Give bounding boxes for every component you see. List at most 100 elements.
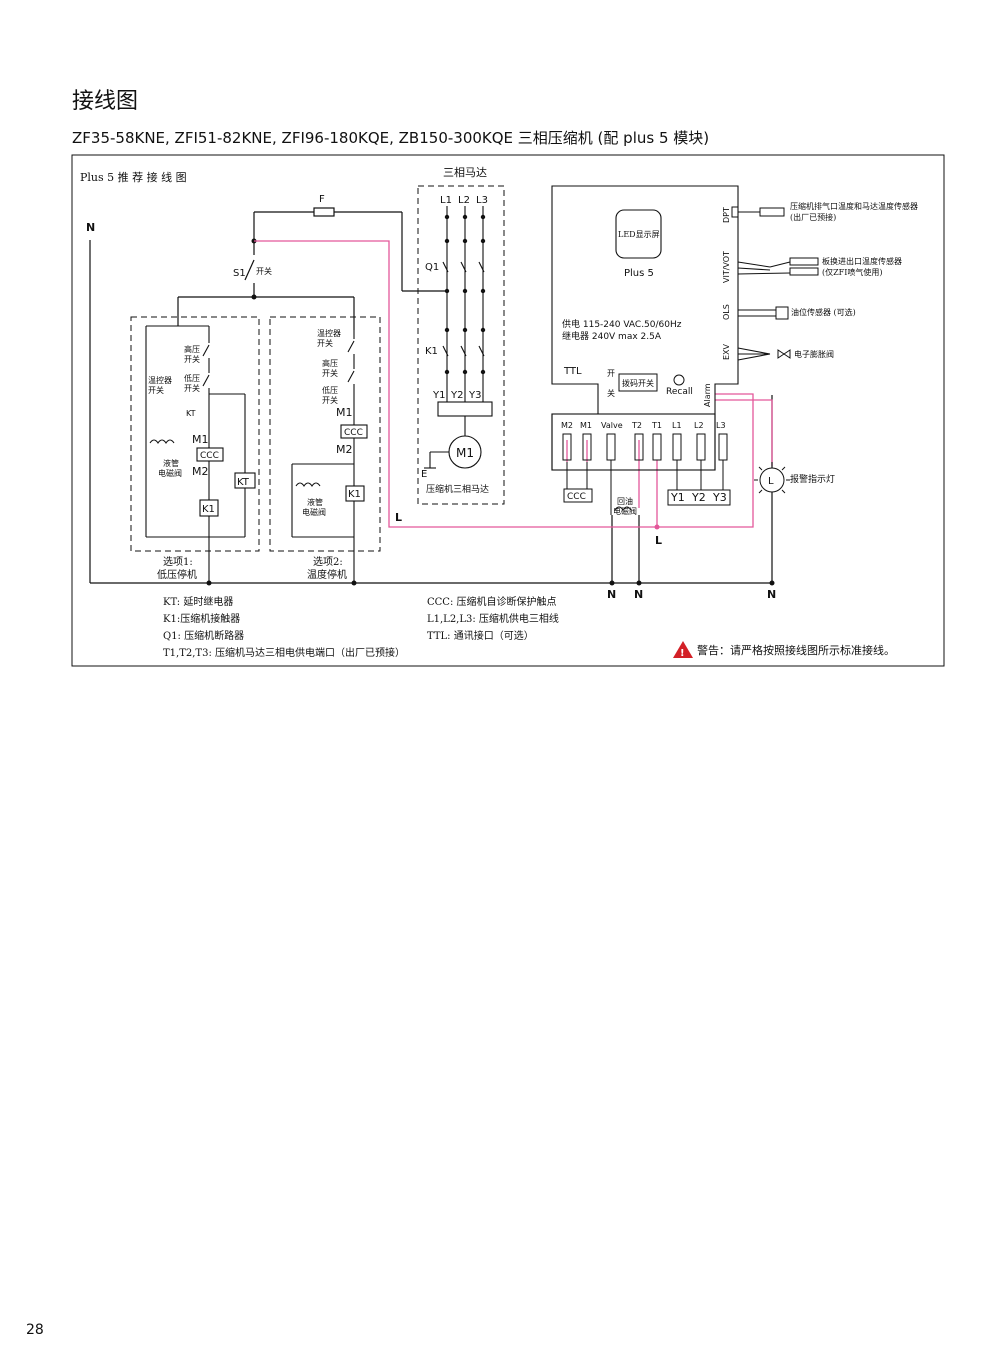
svg-text:T1: T1: [651, 421, 662, 430]
svg-text:T2: T2: [631, 421, 642, 430]
legend-item: K1:压缩机接触器: [163, 612, 240, 625]
svg-text:M2: M2: [336, 443, 353, 456]
svg-text:L2: L2: [458, 195, 470, 206]
svg-text:Y2: Y2: [450, 390, 463, 401]
module-output-wiring: [563, 460, 785, 515]
terminal-labels: M2 M1 Valve T2 T1 L1 L2 L3: [561, 421, 726, 430]
svg-text:Y3: Y3: [468, 390, 481, 401]
svg-text:M1: M1: [336, 406, 353, 419]
svg-text:电磁阀: 电磁阀: [158, 468, 182, 478]
svg-text:回油: 回油: [617, 496, 633, 506]
svg-text:开: 开: [607, 369, 615, 378]
svg-text:供电 115-240 VAC.50/60Hz: 供电 115-240 VAC.50/60Hz: [562, 318, 682, 330]
svg-text:高压: 高压: [322, 358, 338, 368]
legend-item: CCC: 压缩机自诊断保护触点: [427, 595, 557, 608]
svg-text:温控器: 温控器: [148, 375, 172, 385]
module-ccc: CCC: [567, 492, 586, 502]
option2-ccc: CCC: [344, 428, 363, 438]
svg-text:Plus 5: Plus 5: [624, 268, 654, 279]
svg-text:L3: L3: [716, 421, 726, 430]
recall-button: [673, 374, 685, 386]
fuse-label: F: [319, 194, 325, 205]
dip-switch: [618, 373, 658, 392]
motor-labels: L1 L2 L3 Q1 K1 Y1 Y2 Y3 M1 E 压缩机三相马达: [421, 195, 489, 495]
warning-triangle-icon: !: [673, 641, 693, 659]
page-title: 接线图: [72, 88, 139, 114]
svg-text:开关: 开关: [317, 338, 333, 348]
live-junction: [654, 524, 660, 530]
svg-text:开关: 开关: [322, 368, 338, 378]
option1-ccc: CCC: [200, 451, 219, 461]
svg-text:M1: M1: [192, 433, 209, 446]
svg-text:L1: L1: [440, 195, 452, 206]
svg-text:E: E: [421, 469, 427, 480]
option1-labels: 高压 开关 低压 开关 温控器 开关 KT M1 CCC M2 K1 KT 液管…: [148, 344, 250, 581]
sensor-wiring: [731, 206, 819, 361]
neutral-label-3: N: [767, 588, 776, 601]
motor-lines: [424, 206, 493, 469]
split-junction: [251, 294, 257, 300]
terminal-slots: [562, 433, 728, 461]
option1-box: [130, 316, 260, 552]
neutral-label-left: N: [86, 221, 95, 234]
svg-text:EXV: EXV: [722, 343, 731, 360]
alarm-label: Alarm: [703, 383, 712, 407]
legend-item: TTL: 通讯接口（可选）: [427, 629, 534, 642]
diagram-subtitle: ZF35-58KNE, ZFI51-82KNE, ZFI96-180KQE, Z…: [72, 129, 710, 147]
svg-text:Y1: Y1: [670, 491, 685, 504]
switch-s1-desc: 开关: [256, 266, 272, 276]
legend-item: L1,L2,L3: 压缩机供电三相线: [427, 612, 559, 625]
switch-s1-label: S1: [233, 268, 246, 279]
led-display: [615, 209, 662, 259]
svg-text:L2: L2: [694, 421, 704, 430]
svg-text:板换进出口温度传感器: 板换进出口温度传感器: [822, 256, 902, 266]
page-number: 28: [26, 1322, 44, 1338]
dip-switch-label: 拨码开关: [622, 378, 654, 388]
svg-text:VIT/VOT: VIT/VOT: [722, 251, 731, 283]
svg-text:Y3: Y3: [712, 491, 727, 504]
option1-circuit: [145, 325, 256, 583]
side-port-labels: DPT VIT/VOT OLS EXV: [722, 207, 731, 360]
legend-item: Q1: 压缩机断路器: [163, 629, 244, 642]
svg-text:L3: L3: [476, 195, 488, 206]
svg-text:Y2: Y2: [691, 491, 706, 504]
svg-text:M2: M2: [561, 421, 573, 430]
option2-box: [269, 316, 381, 552]
svg-text:Valve: Valve: [601, 421, 623, 430]
svg-text:继电器 240V max 2.5A: 继电器 240V max 2.5A: [562, 330, 662, 342]
neutral-label-2: N: [634, 588, 643, 601]
svg-text:低压: 低压: [322, 385, 338, 395]
option2-circuit: [291, 330, 368, 583]
svg-text:温控器: 温控器: [317, 328, 341, 338]
svg-text:关: 关: [607, 388, 615, 398]
alarm-lamp-rays: [754, 462, 790, 494]
svg-text:开关: 开关: [322, 395, 338, 405]
svg-text:高压: 高压: [184, 344, 200, 354]
neutral-label-1: N: [607, 588, 616, 601]
motor-box: [417, 185, 505, 505]
svg-text:压缩机排气口温度和马达温度传感器: 压缩机排气口温度和马达温度传感器: [790, 201, 918, 211]
svg-text:选项1:: 选项1:: [163, 555, 193, 568]
svg-text:低压停机: 低压停机: [157, 568, 197, 581]
warning-text: 警告：请严格按照接线图所示标准接线。: [697, 643, 895, 657]
svg-text:电磁阀: 电磁阀: [302, 507, 326, 517]
svg-text:!: !: [680, 648, 685, 659]
lamp-symbol: L: [768, 476, 774, 487]
module-labels: LED显示屏 Plus 5 供电 115-240 VAC.50/60Hz 继电器…: [562, 230, 693, 398]
svg-text:K1: K1: [425, 346, 438, 357]
module-output-labels: CCC 回油 电磁阀 Y1 Y2 Y3 L: [567, 476, 774, 516]
live-wire: [254, 240, 773, 528]
sensor-labels: 压缩机排气口温度和马达温度传感器 (出厂已预接) 板换进出口温度传感器 (仅ZF…: [790, 201, 918, 485]
svg-text:M1: M1: [456, 446, 474, 460]
wiring-diagram: Plus 5 推 荐 接 线 图 N N N N F S1 开关: [71, 154, 945, 667]
svg-text:油位传感器 (可选): 油位传感器 (可选): [791, 307, 856, 317]
diagram-frame: [71, 154, 945, 667]
svg-text:DPT: DPT: [722, 207, 731, 223]
legend: KT: 延时继电器 K1:压缩机接触器 Q1: 压缩机断路器 T1,T2,T3:…: [163, 595, 559, 659]
frame-title: Plus 5 推 荐 接 线 图: [80, 170, 187, 184]
svg-text:TTL: TTL: [563, 366, 582, 377]
svg-text:(仅ZFI喷气使用): (仅ZFI喷气使用): [822, 267, 883, 277]
option2-k1: K1: [348, 489, 361, 500]
svg-text:Y1: Y1: [432, 390, 445, 401]
option1-k1: K1: [202, 504, 215, 515]
